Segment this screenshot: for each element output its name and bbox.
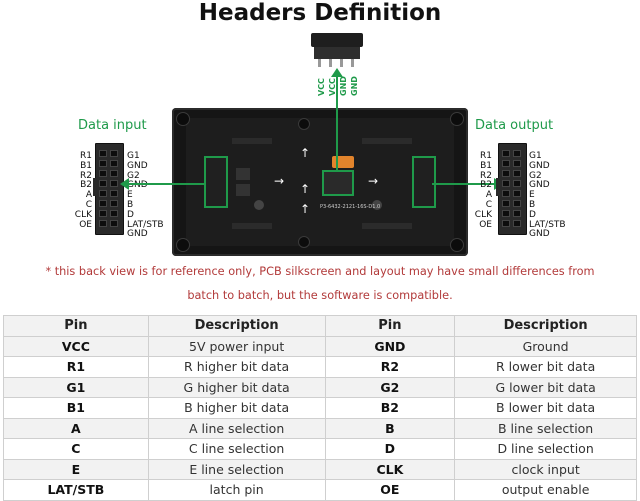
reference-note-line-1: * this back view is for reference only, … (45, 265, 595, 278)
pin-cell: VCC (3, 335, 149, 357)
table-header-cell: Description (454, 315, 637, 337)
power-pin-label: GND (339, 76, 348, 96)
pin-cell: G2 (324, 376, 456, 398)
table-row: LAT/STB latch pin OE output enable (3, 479, 637, 501)
power-pin-label: VCC (317, 78, 326, 96)
description-cell: C line selection (147, 438, 326, 460)
pcb-board: P3-6432-2121-16S-D1.0 ↑ → → ↑ ↑ (172, 108, 468, 256)
pin-cell: G1 (3, 376, 149, 398)
pin-cell: E (3, 458, 149, 480)
pin-cell: OE (324, 479, 456, 501)
table-header-row: Pin Description Pin Description (3, 315, 637, 337)
power-pin-label: GND (350, 76, 359, 96)
arrow-to-data-input (128, 183, 206, 185)
page-title: Headers Definition (198, 0, 442, 26)
reference-note-line-2: batch to batch, but the software is comp… (187, 289, 453, 302)
power-connector (311, 33, 363, 67)
table-header-cell: Pin (3, 315, 149, 337)
table-row: R1 R higher bit data R2 R lower bit data (3, 356, 637, 378)
table-row: E E line selection CLK clock input (3, 458, 637, 480)
table-row: C C line selection D D line selection (3, 438, 637, 460)
description-cell: B line selection (454, 417, 637, 439)
description-cell: R lower bit data (454, 356, 637, 378)
pin-cell: B (324, 417, 456, 439)
table-row: B1 B higher bit data B2 B lower bit data (3, 397, 637, 419)
data-input-label: Data input (78, 118, 147, 133)
pin-cell: LAT/STB (3, 479, 149, 501)
pin-cell: CLK (324, 458, 456, 480)
data-output-label: Data output (475, 118, 554, 133)
description-cell: output enable (454, 479, 637, 501)
pin-description-table: Pin Description Pin Description VCC 5V p… (3, 315, 637, 501)
table-row: G1 G higher bit data G2 G lower bit data (3, 376, 637, 398)
description-cell: 5V power input (147, 335, 326, 357)
description-cell: R higher bit data (147, 356, 326, 378)
description-cell: G higher bit data (147, 376, 326, 398)
arrow-head-left-icon (120, 178, 129, 190)
description-cell: D line selection (454, 438, 637, 460)
pin-cell: A (3, 417, 149, 439)
arrow-to-data-output (432, 183, 496, 185)
pin-cell: GND (324, 335, 456, 357)
description-cell: clock input (454, 458, 637, 480)
table-header-cell: Description (147, 315, 326, 337)
pin-cell: B2 (324, 397, 456, 419)
pin-cell: D (324, 438, 456, 460)
arrow-head-up-icon (331, 68, 343, 77)
data-input-connector (93, 143, 124, 235)
description-cell: B higher bit data (147, 397, 326, 419)
table-row: VCC 5V power input GND Ground (3, 335, 637, 357)
table-header-cell: Pin (324, 315, 456, 337)
table-row: A A line selection B B line selection (3, 417, 637, 439)
description-cell: B lower bit data (454, 397, 637, 419)
pin-cell: R2 (324, 356, 456, 378)
description-cell: E line selection (147, 458, 326, 480)
pin-cell: B1 (3, 397, 149, 419)
description-cell: latch pin (147, 479, 326, 501)
description-cell: G lower bit data (454, 376, 637, 398)
pin-cell: C (3, 438, 149, 460)
arrow-to-power-connector (336, 76, 338, 172)
description-cell: Ground (454, 335, 637, 357)
board-silkscreen-text: P3-6432-2121-16S-D1.0 (320, 204, 381, 210)
data-output-connector (496, 143, 527, 235)
pin-cell: R1 (3, 356, 149, 378)
description-cell: A line selection (147, 417, 326, 439)
